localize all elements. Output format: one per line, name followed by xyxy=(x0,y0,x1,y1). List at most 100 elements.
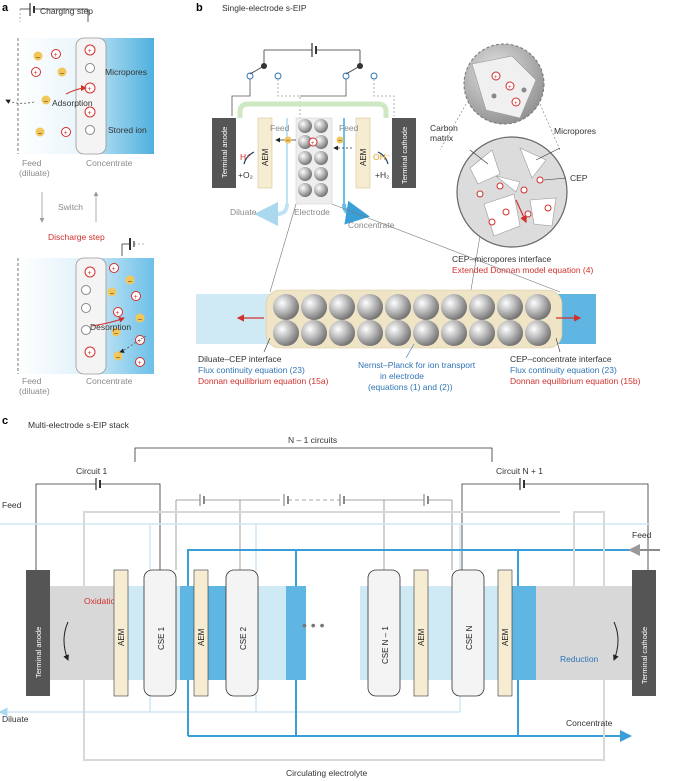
panel-a-letter: a xyxy=(2,2,9,14)
svg-text:+: + xyxy=(494,75,498,81)
svg-text:+: + xyxy=(508,85,512,91)
desorption-label: Desorption xyxy=(90,322,131,332)
circuit-1-label: Circuit 1 xyxy=(76,466,107,476)
svg-text:+: + xyxy=(116,310,120,317)
flux-continuity-left: Flux continuity equation (23) xyxy=(198,365,305,375)
aem-left-b-label: AEM xyxy=(261,148,270,166)
svg-text:+: + xyxy=(138,360,142,367)
reduction-label: Reduction xyxy=(560,654,599,664)
donnan-right: Donnan equilibrium equation (15b) xyxy=(510,376,641,386)
diluate-label-c: Diluate xyxy=(2,714,29,724)
svg-text:+: + xyxy=(88,110,92,117)
aem-c-4: AEM xyxy=(501,628,510,646)
panel-b-letter: b xyxy=(196,2,203,14)
panel-c-letter: c xyxy=(2,415,8,427)
concentrate-label-c: Concentrate xyxy=(566,718,613,728)
svg-text:–: – xyxy=(138,316,142,323)
feed-right-b: Feed xyxy=(339,123,359,133)
electrode-column-b: + xyxy=(295,117,333,205)
aem-left-b xyxy=(257,117,273,189)
svg-text:–: – xyxy=(114,330,118,337)
circulation-arc xyxy=(237,101,389,118)
svg-text:–: – xyxy=(338,139,342,145)
svg-text:–: – xyxy=(286,139,290,145)
svg-text:–: – xyxy=(38,130,42,137)
cse-n-label: CSE N xyxy=(465,625,474,650)
svg-text:+: + xyxy=(112,266,116,273)
aem-c-1: AEM xyxy=(117,628,126,646)
feed-label-c-left: Feed xyxy=(2,500,22,510)
svg-text:+: + xyxy=(138,338,142,345)
panel-c-title: Multi-electrode s-EIP stack xyxy=(28,420,130,430)
terminal-cathode-b-label: Terminal cathode xyxy=(400,127,409,184)
nernst-line-2: in electrode xyxy=(380,371,424,381)
flux-continuity-right: Flux continuity equation (23) xyxy=(510,365,617,375)
feed-label-c-right: Feed xyxy=(632,530,652,540)
cathode-reaction-arrow xyxy=(377,151,389,165)
aem-c-2: AEM xyxy=(197,628,206,646)
feed-label-a-bottom: Feed xyxy=(22,376,42,386)
stack-cses xyxy=(143,569,485,697)
svg-text:–: – xyxy=(128,278,132,285)
svg-text:–: – xyxy=(36,54,40,61)
aem-right-b xyxy=(355,117,371,189)
adsorption-label: Adsorption xyxy=(52,98,93,108)
electrode-bar xyxy=(196,289,596,349)
carbon-matrix-label-2: matrix xyxy=(430,133,454,143)
panel-b-circuit xyxy=(231,43,395,118)
cep-label: CEP xyxy=(570,173,588,183)
diluate-label-b: Diluate xyxy=(230,207,257,217)
panel-c: c Multi-electrode s-EIP stack xyxy=(0,415,660,778)
battery-symbol-top xyxy=(19,3,89,22)
nernst-line-3: (equations (1) and (2)) xyxy=(368,382,453,392)
terminal-anode-c-label: Terminal anode xyxy=(34,627,43,678)
svg-text:–: – xyxy=(44,98,48,105)
concentrate-label-b: Concentrate xyxy=(348,220,395,230)
terminal-anode-c xyxy=(26,570,50,696)
donnan-left: Donnan equilibrium equation (15a) xyxy=(198,376,329,386)
top-electrode-strip xyxy=(75,37,107,155)
micropores-label-a: Micropores xyxy=(105,67,147,77)
battery-symbol-bottom xyxy=(121,238,146,256)
diluate-paren-a-top: (diluate) xyxy=(19,168,50,178)
cse-1-label: CSE 1 xyxy=(157,626,166,650)
diluate-cep-interface: Diluate–CEP interface xyxy=(198,354,282,364)
circuit-n-plus-1-label: Circuit N + 1 xyxy=(496,466,543,476)
zoom-large-circle xyxy=(456,136,568,248)
diluate-paren-a-bottom: (diluate) xyxy=(19,386,50,396)
reduction-arrow xyxy=(613,621,619,661)
cse-n-minus-1-label: CSE N – 1 xyxy=(381,626,390,664)
cep-micropores-interface: CEP–micropores interface xyxy=(452,254,551,264)
feed-label-a-top: Feed xyxy=(22,158,42,168)
extended-donnan-label: Extended Donnan model equation (4) xyxy=(452,265,593,275)
svg-text:+: + xyxy=(311,141,315,147)
o2-label: +O₂ xyxy=(238,170,253,180)
svg-text:+: + xyxy=(88,350,92,357)
terminal-cathode-b xyxy=(392,118,416,188)
aem-c-3: AEM xyxy=(417,628,426,646)
circulating-electrolyte-label: Circulating electrolyte xyxy=(286,768,368,778)
concentrate-flow-b xyxy=(342,200,370,225)
svg-text:–: – xyxy=(60,70,64,77)
panel-b-title: Single-electrode s-EIP xyxy=(222,3,307,13)
terminal-cathode-c-label: Terminal cathode xyxy=(640,627,649,684)
aem-right-b-label: AEM xyxy=(359,148,368,166)
terminal-anode-b-label: Terminal anode xyxy=(220,127,229,178)
stack-flow-lines xyxy=(0,511,660,761)
carbon-matrix-label-1: Carbon xyxy=(430,123,458,133)
stack-circuits xyxy=(35,447,649,570)
discharge-step-label: Discharge step xyxy=(48,232,105,242)
zoom-small-circle: + + + xyxy=(463,43,545,125)
svg-text:+: + xyxy=(88,270,92,277)
svg-text:+: + xyxy=(88,86,92,93)
svg-text:–: – xyxy=(110,290,114,297)
svg-text:+: + xyxy=(54,52,58,59)
svg-text:+: + xyxy=(88,48,92,55)
stack-chambers xyxy=(50,586,632,680)
concentrate-label-a-bottom: Concentrate xyxy=(86,376,133,386)
electrode-label-b: Electrode xyxy=(294,207,330,217)
nernst-line-1: Nernst–Planck for ion transport xyxy=(358,360,476,370)
cse-2-label: CSE 2 xyxy=(239,626,248,650)
diluate-flow-b xyxy=(254,202,289,226)
